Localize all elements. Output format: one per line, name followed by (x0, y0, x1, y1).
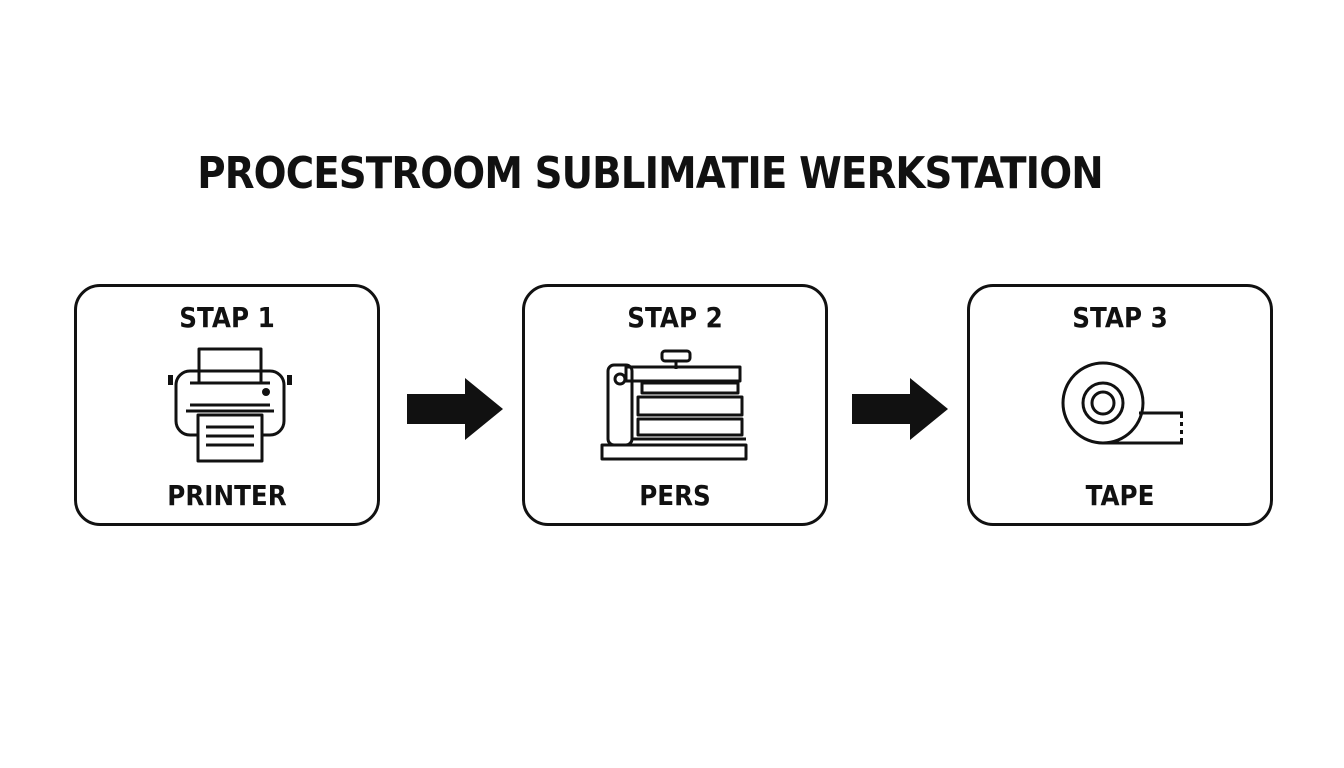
heat-press-icon (600, 349, 748, 461)
step-3-name: TAPE (1085, 479, 1155, 512)
printer-icon (168, 347, 292, 463)
step-1-name: PRINTER (167, 479, 287, 512)
step-1-label: STAP 1 (179, 301, 275, 334)
tape-roll-icon (1061, 361, 1183, 445)
step-1-box: STAP 1 PRINTER (74, 284, 380, 526)
page-title: PROCESTROOM SUBLIMATIE WERKSTATION (197, 148, 1103, 199)
arrow-right-icon (852, 378, 948, 440)
step-3-box: STAP 3 TAPE (967, 284, 1273, 526)
step-2-label: STAP 2 (627, 301, 723, 334)
step-3-label: STAP 3 (1072, 301, 1168, 334)
step-2-box: STAP 2 PERS (522, 284, 828, 526)
arrow-right-icon (407, 378, 503, 440)
step-2-name: PERS (639, 479, 711, 512)
